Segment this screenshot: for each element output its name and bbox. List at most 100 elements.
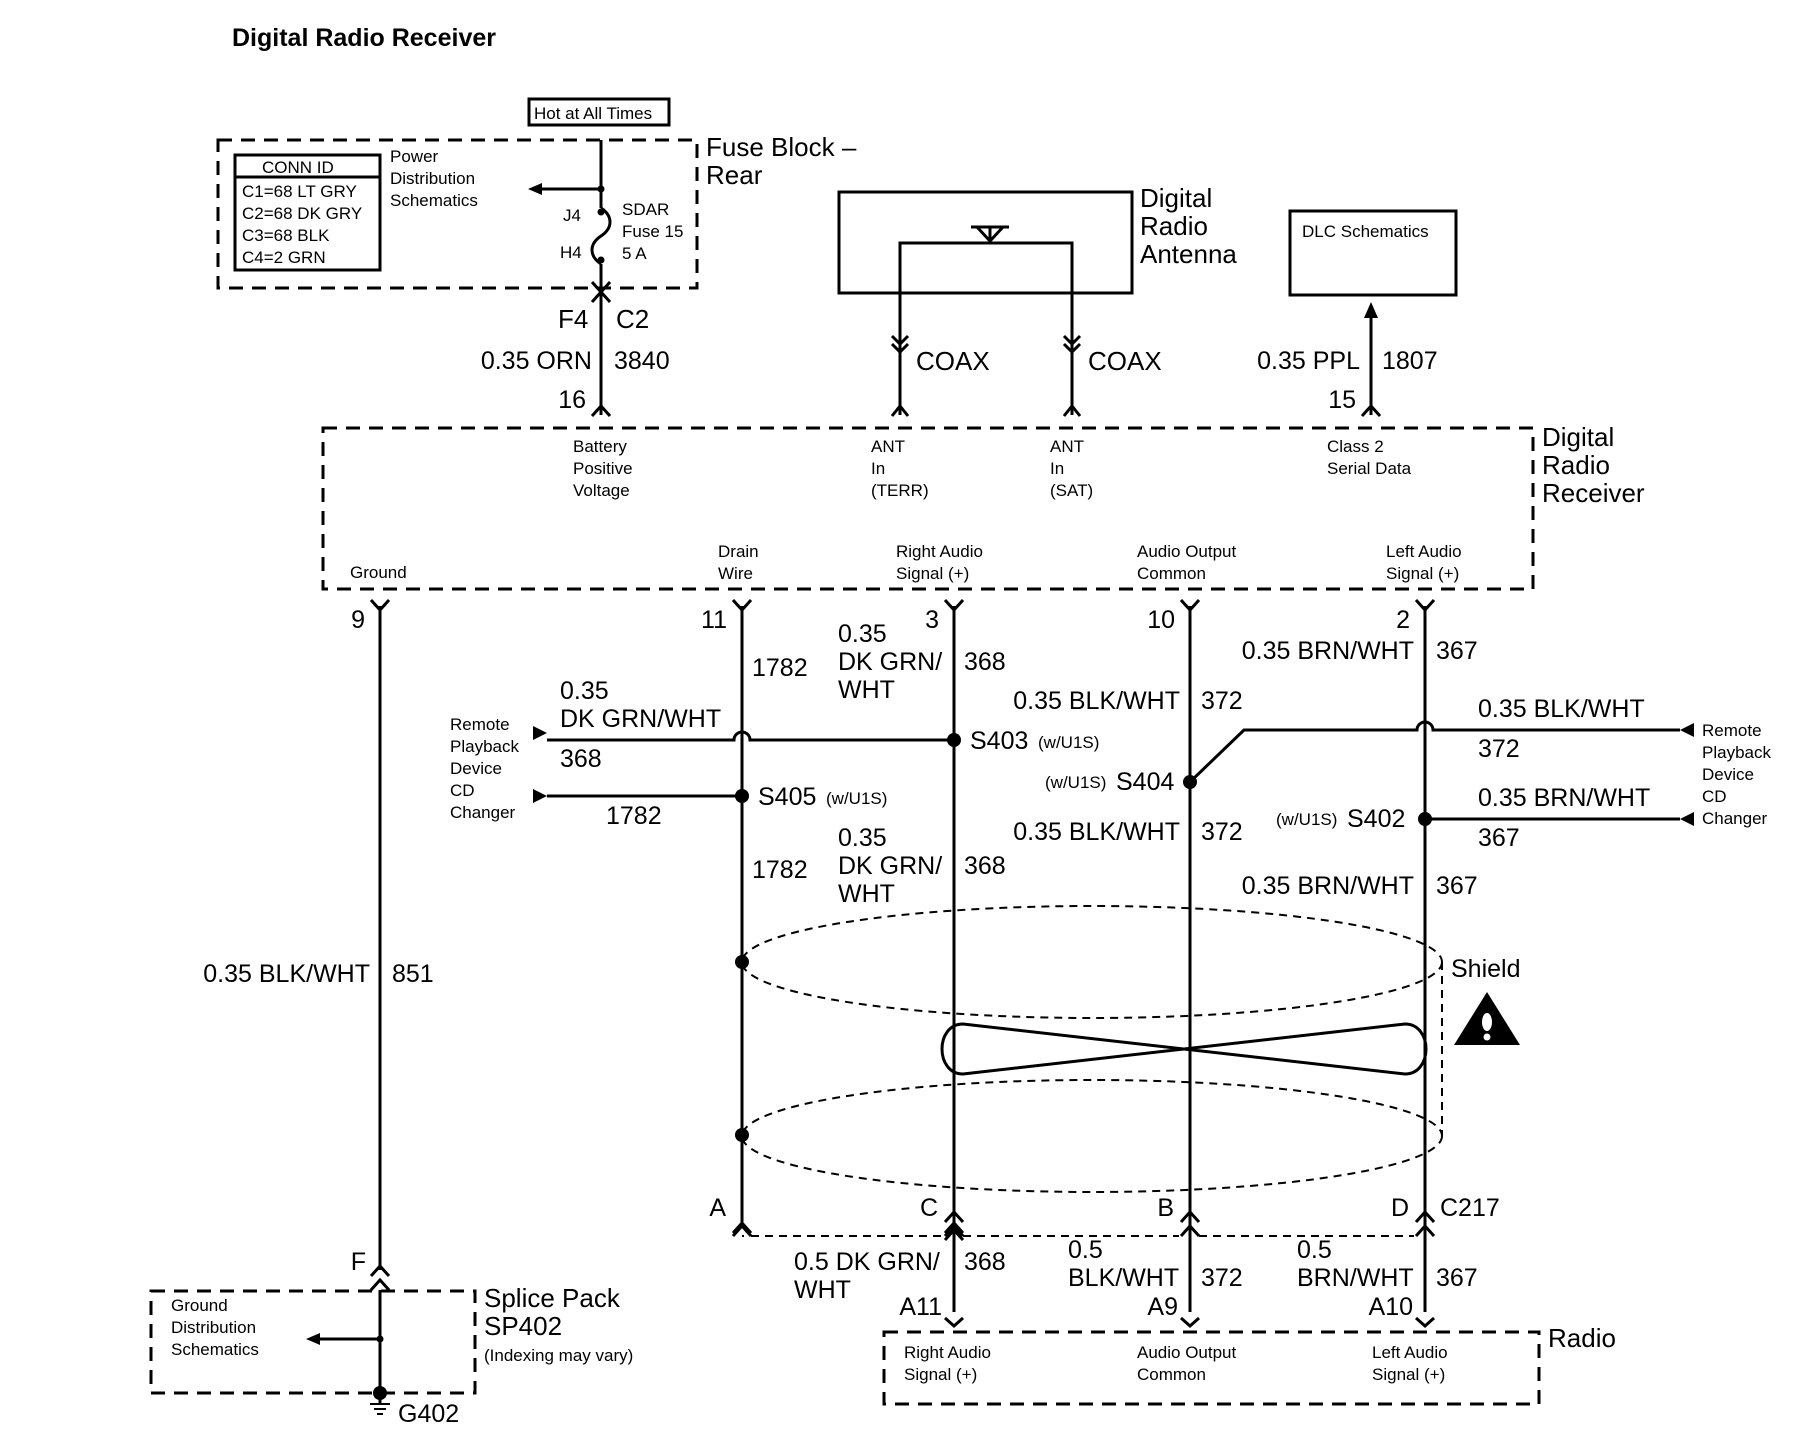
pin-number: 2 (1396, 606, 1410, 634)
splice-s402 (1418, 812, 1432, 826)
wire-circuit: 368 (560, 745, 602, 773)
shield-icon (741, 905, 1443, 1193)
wire-circuit: 367 (1436, 872, 1478, 900)
connector-arrow-icon (1680, 723, 1694, 737)
pin-label: Ground (350, 563, 407, 582)
power-distribution-ref: Schematics (390, 191, 478, 210)
splice-name: S402 (1347, 805, 1405, 833)
fuse-pin-in: J4 (563, 206, 581, 225)
splice-pack-boundary (149, 1289, 477, 1395)
wire-gauge-color: 0.35 BLK/WHT (1478, 695, 1645, 723)
pin-label: Wire (718, 564, 753, 583)
coax-label: COAX (916, 346, 990, 376)
receiver-name: Receiver (1542, 478, 1645, 508)
splice-name: S405 (758, 783, 816, 811)
wire-circuit: 1782 (752, 654, 808, 682)
remote-device-label: Changer (1702, 809, 1768, 828)
connector-pin: F (351, 1248, 366, 1276)
fuse-pin-out: H4 (560, 243, 582, 262)
remote-device-label: Playback (450, 737, 519, 756)
fuse-icon (590, 206, 612, 266)
conn-id-row: C3=68 BLK (242, 226, 330, 245)
pin-label: Right Audio (904, 1343, 991, 1362)
drain-shield-dot (735, 1128, 749, 1142)
remote-device-label: Playback (1702, 743, 1771, 762)
connector-pin: C (920, 1194, 938, 1222)
connector-pin: B (1157, 1194, 1174, 1222)
junction-dot (376, 1335, 384, 1343)
wire-circuit: 368 (964, 852, 1006, 880)
remote-device-label: Remote (1702, 721, 1762, 740)
fuse-block-name: Fuse Block – (706, 132, 857, 162)
wire-circuit: 1807 (1382, 347, 1438, 375)
remote-device-label: Changer (450, 803, 516, 822)
connector-name: C2 (616, 304, 649, 334)
wire-gauge-color: DK GRN/ (838, 852, 942, 880)
remote-device-label: Device (1702, 765, 1754, 784)
pin-number: 16 (558, 386, 586, 414)
radio-name: Radio (1548, 1323, 1616, 1353)
pin-label: Voltage (573, 481, 630, 500)
pin-number: 15 (1328, 386, 1356, 414)
fuse-block-boundary (216, 138, 699, 290)
drain-shield-dot (735, 955, 749, 969)
antenna-name: Radio (1140, 211, 1208, 241)
pin-label: (SAT) (1050, 481, 1093, 500)
wire-circuit: 368 (964, 1248, 1006, 1276)
connector-arrow-icon (533, 789, 547, 803)
fuse-label: Fuse 15 (622, 222, 683, 241)
wire-gauge-color: 0.35 (838, 620, 887, 648)
pin-label: ANT (1050, 437, 1084, 456)
digital-radio-receiver-boundary (321, 426, 1535, 591)
conn-id-row: C4=2 GRN (242, 248, 326, 267)
remote-device-label: Remote (450, 715, 510, 734)
wire-circuit: 851 (392, 960, 434, 988)
wire-gauge-color: BLK/WHT (1068, 1264, 1179, 1292)
pin-label: Common (1137, 564, 1206, 583)
wire-gauge-color: 0.5 DK GRN/ (794, 1248, 940, 1276)
digital-radio-antenna-box (837, 190, 1134, 295)
ground-distribution-ref: Ground (171, 1296, 228, 1315)
splice-name: S404 (1116, 768, 1174, 796)
dlc-schematics-box (1288, 209, 1458, 297)
pin-label: Signal (+) (904, 1365, 977, 1384)
splice-s405 (735, 789, 749, 803)
splice-option: (w/U1S) (826, 789, 887, 808)
caution-icon (1454, 992, 1520, 1045)
pin-label: Signal (+) (1372, 1365, 1445, 1384)
splice-pack-name: SP402 (484, 1311, 562, 1341)
ground-distribution-ref: Schematics (171, 1340, 259, 1359)
connector-pin: D (1391, 1194, 1409, 1222)
wire-gauge-color: WHT (794, 1276, 851, 1304)
pin-label: Common (1137, 1365, 1206, 1384)
wire-circuit: 372 (1201, 818, 1243, 846)
receiver-name: Digital (1542, 422, 1614, 452)
fuse-label: 5 A (622, 244, 647, 263)
radio-boundary (882, 1330, 1541, 1406)
connector-pin: A (709, 1194, 726, 1222)
receiver-name: Radio (1542, 450, 1610, 480)
connector-pin: F4 (558, 304, 588, 334)
wire-gauge-color: BRN/WHT (1297, 1264, 1414, 1292)
wire-gauge-color: 0.35 PPL (1257, 347, 1360, 375)
wire-circuit: 1782 (606, 802, 662, 830)
wire-circuit: 367 (1436, 1264, 1478, 1292)
wire-gauge-color: WHT (838, 676, 895, 704)
wire-gauge-color: DK GRN/ (838, 648, 942, 676)
pin-number: A10 (1369, 1293, 1413, 1321)
wire-circuit: 372 (1201, 1264, 1243, 1292)
wire-circuit: 3840 (614, 347, 670, 375)
pin-label: Audio Output (1137, 1343, 1237, 1362)
remote-device-label: Device (450, 759, 502, 778)
wire-circuit: 372 (1478, 735, 1520, 763)
arrow-left-icon (528, 183, 542, 195)
splice-s404 (1183, 775, 1197, 789)
wire-gauge-color: 0.35 BLK/WHT (1013, 687, 1180, 715)
wire-gauge-color: 0.35 ORN (481, 347, 592, 375)
wire-circuit: 367 (1436, 637, 1478, 665)
ground-distribution-ref: Distribution (171, 1318, 256, 1337)
pin-label: Left Audio (1386, 542, 1462, 561)
power-distribution-ref: Distribution (390, 169, 475, 188)
pin-label: Left Audio (1372, 1343, 1448, 1362)
